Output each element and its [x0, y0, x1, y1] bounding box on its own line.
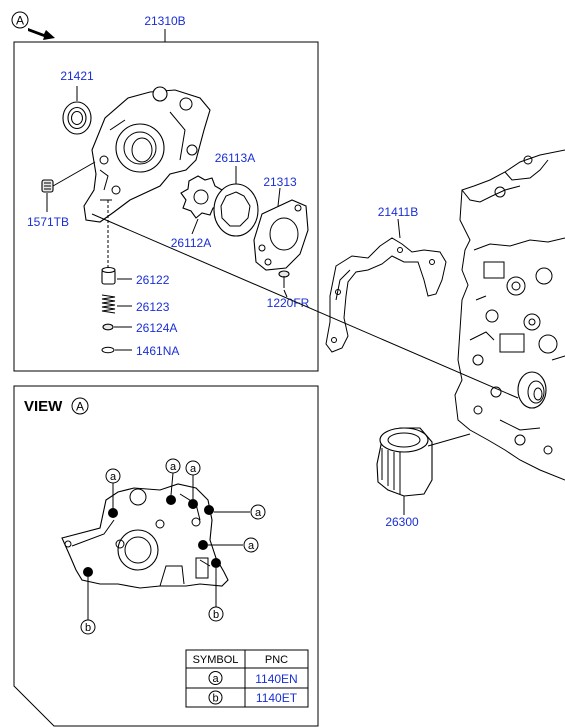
- alignment-line: [91, 213, 519, 399]
- o-ring-part: [101, 346, 115, 354]
- pump-cover-part: [253, 199, 309, 271]
- part-label-26112A[interactable]: 26112A: [171, 236, 211, 250]
- view-a-marker: A: [11, 11, 55, 40]
- svg-text:b: b: [85, 622, 91, 634]
- view-direction-arrow-icon: [28, 28, 55, 40]
- part-label-26300[interactable]: 26300: [385, 515, 419, 529]
- callout-a-2: a: [165, 458, 181, 474]
- view-a-box: [13, 385, 319, 727]
- svg-text:a: a: [190, 463, 197, 475]
- oil-pump-box: [13, 41, 319, 372]
- part-label-21411B[interactable]: 21411B: [378, 205, 418, 219]
- oil-seal-part: [62, 101, 92, 135]
- part-label-1220FR[interactable]: 1220FR: [267, 296, 310, 310]
- table-cell-symbol-b: b: [212, 693, 218, 705]
- svg-text:a: a: [170, 461, 177, 473]
- bolt-1571tb-part: [41, 179, 54, 193]
- callout-a-4: a: [250, 504, 266, 520]
- part-label-21310B[interactable]: 21310B: [144, 14, 185, 28]
- view-title-marker-letter: A: [76, 400, 84, 414]
- part-label-1461NA[interactable]: 1461NA: [136, 344, 179, 358]
- table-header-pnc: PNC: [265, 654, 288, 666]
- table-cell-pnc-1140ET[interactable]: 1140ET: [256, 691, 298, 705]
- view-title: VIEW: [24, 398, 63, 415]
- part-label-26124A[interactable]: 26124A: [136, 321, 177, 335]
- screw-1220fr-part: [278, 270, 290, 288]
- callout-a-5: a: [243, 537, 259, 553]
- bolt-markers-b: [83, 558, 221, 577]
- table-symbol-circle-a: [208, 671, 223, 685]
- table-cell-symbol-a: a: [212, 673, 219, 685]
- callout-a-1: a: [105, 468, 121, 484]
- outer-rotor-part: [213, 183, 259, 237]
- svg-text:a: a: [248, 540, 255, 552]
- bolt-markers-a: [108, 495, 214, 550]
- part-label-26113A[interactable]: 26113A: [215, 151, 255, 165]
- callout-a-3: a: [185, 460, 201, 476]
- svg-text:b: b: [213, 609, 219, 621]
- part-label-26122[interactable]: 26122: [136, 273, 170, 287]
- svg-text:a: a: [255, 507, 262, 519]
- part-label-21421[interactable]: 21421: [60, 69, 94, 83]
- oil-filter-part: [376, 427, 433, 497]
- svg-text:a: a: [110, 471, 117, 483]
- view-title-marker: [71, 397, 89, 415]
- view-a-marker-letter: A: [16, 14, 24, 28]
- engine-block-part: [454, 149, 565, 481]
- gasket-part: [325, 237, 447, 353]
- table-cell-pnc-1140EN[interactable]: 1140EN: [255, 672, 297, 686]
- pump-front-view: [61, 483, 229, 589]
- table-header-symbol: SYMBOL: [193, 654, 239, 666]
- washer-part: [102, 323, 114, 331]
- symbol-pnc-table: SYMBOL PNC a 1140EN b 1140ET: [185, 649, 309, 708]
- table-symbol-circle-b: [208, 690, 223, 705]
- oil-pump-housing-part: [83, 86, 211, 223]
- inner-rotor-part: [180, 175, 223, 219]
- callout-b-1: b: [80, 619, 96, 635]
- part-label-1571TB[interactable]: 1571TB: [27, 215, 69, 229]
- relief-spring-part: [101, 294, 116, 314]
- relief-plunger-part: [101, 266, 116, 285]
- callout-b-2: b: [208, 606, 224, 622]
- part-label-21313[interactable]: 21313: [263, 175, 297, 189]
- callout-leaders: [87, 472, 250, 620]
- part-label-26123[interactable]: 26123: [136, 300, 170, 314]
